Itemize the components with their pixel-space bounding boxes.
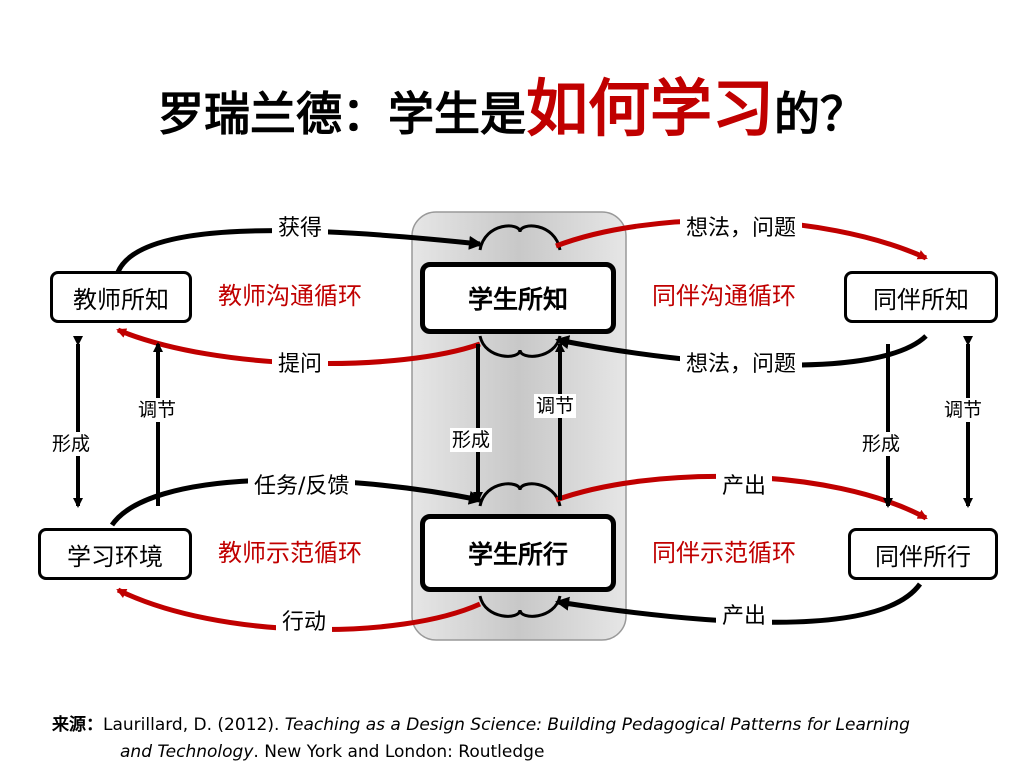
loop-bottom-student-knows <box>478 335 562 358</box>
arrow-acquire <box>115 228 483 274</box>
source-line-2: and Technology. New York and London: Rou… <box>52 739 910 766</box>
label-form-left: 形成 <box>50 432 93 456</box>
source-publisher: . New York and London: Routledge <box>253 742 545 762</box>
node-peer-knows-label: 同伴所知 <box>873 285 969 314</box>
arrow-produce-from-peer <box>555 582 923 625</box>
label-ideas-questions-mid: 想法，问题 <box>680 350 803 380</box>
label-produce-bottom: 产出 <box>716 602 773 632</box>
loop-peer-comm: 同伴沟通循环 <box>652 282 796 310</box>
node-peer-does: 同伴所行 <box>848 528 998 580</box>
label-ask: 提问 <box>272 350 329 380</box>
label-ideas-questions-top: 想法，问题 <box>680 214 803 244</box>
label-produce-top: 产出 <box>716 472 773 502</box>
label-form-right: 形成 <box>860 432 903 456</box>
label-adjust-left: 调节 <box>136 398 179 422</box>
loop-peer-model: 同伴示范循环 <box>652 539 796 567</box>
source-citation-plain: Laurillard, D. (2012). <box>103 715 285 735</box>
label-form-center: 形成 <box>450 428 493 452</box>
node-teacher-knows-label: 教师所知 <box>73 285 169 314</box>
label-adjust-right: 调节 <box>942 398 985 422</box>
loop-teacher-comm: 教师沟通循环 <box>218 282 362 310</box>
label-task-feedback: 任务/反馈 <box>248 472 356 502</box>
source-label: 来源： <box>52 715 103 735</box>
label-act: 行动 <box>276 608 333 638</box>
node-learning-env: 学习环境 <box>38 528 192 580</box>
node-peer-does-label: 同伴所行 <box>875 542 971 571</box>
loop-bottom-student-does <box>478 595 562 618</box>
node-student-does-label: 学生所行 <box>467 540 568 569</box>
node-student-knows: 学生所知 <box>420 262 616 334</box>
node-teacher-knows: 教师所知 <box>50 271 192 323</box>
loop-top-student-knows <box>478 224 562 251</box>
title-emphasis: 如何学习 <box>525 72 774 145</box>
node-peer-knows: 同伴所知 <box>844 271 998 323</box>
loop-teacher-model: 教师示范循环 <box>218 539 362 567</box>
loop-top-student-does <box>478 482 562 507</box>
source-book-title-2: and Technology <box>120 742 254 762</box>
node-learning-env-label: 学习环境 <box>67 542 163 571</box>
node-student-does: 学生所行 <box>420 514 616 592</box>
title-suffix: 的？ <box>774 87 866 141</box>
page-title: 罗瑞兰德：学生是如何学习的？ <box>0 58 1024 148</box>
label-adjust-center: 调节 <box>534 394 577 418</box>
node-student-knows-label: 学生所知 <box>467 285 568 314</box>
title-prefix: 罗瑞兰德：学生是 <box>157 87 526 141</box>
source-citation: 来源：Laurillard, D. (2012). Teaching as a … <box>52 712 910 766</box>
source-book-title-1: Teaching as a Design Science: Building P… <box>284 715 910 735</box>
label-acquire: 获得 <box>272 214 329 244</box>
